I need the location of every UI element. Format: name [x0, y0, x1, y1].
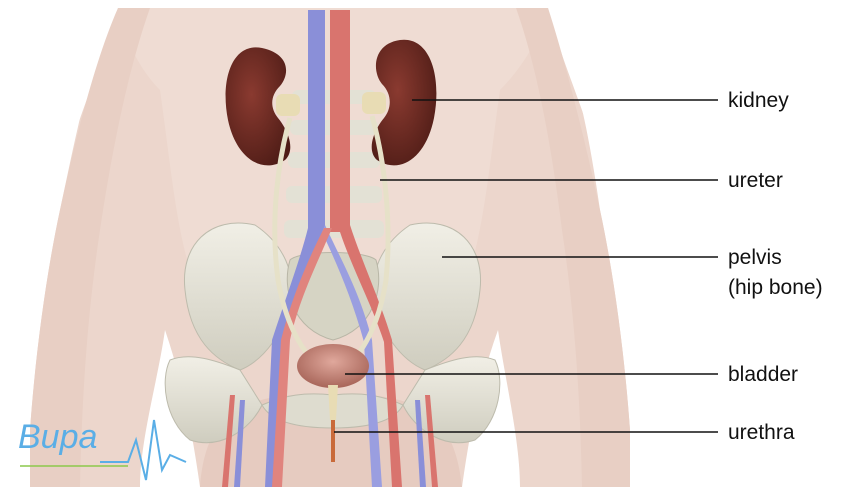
label-kidney: kidney	[728, 89, 789, 112]
label-hip-bone: (hip bone)	[728, 276, 823, 299]
bupa-logo-text: Bupa	[18, 418, 97, 456]
label-ureter: ureter	[728, 169, 783, 192]
label-urethra: urethra	[728, 421, 795, 444]
label-bladder: bladder	[728, 363, 798, 386]
label-pelvis: pelvis	[728, 246, 782, 269]
urethra	[331, 420, 335, 462]
